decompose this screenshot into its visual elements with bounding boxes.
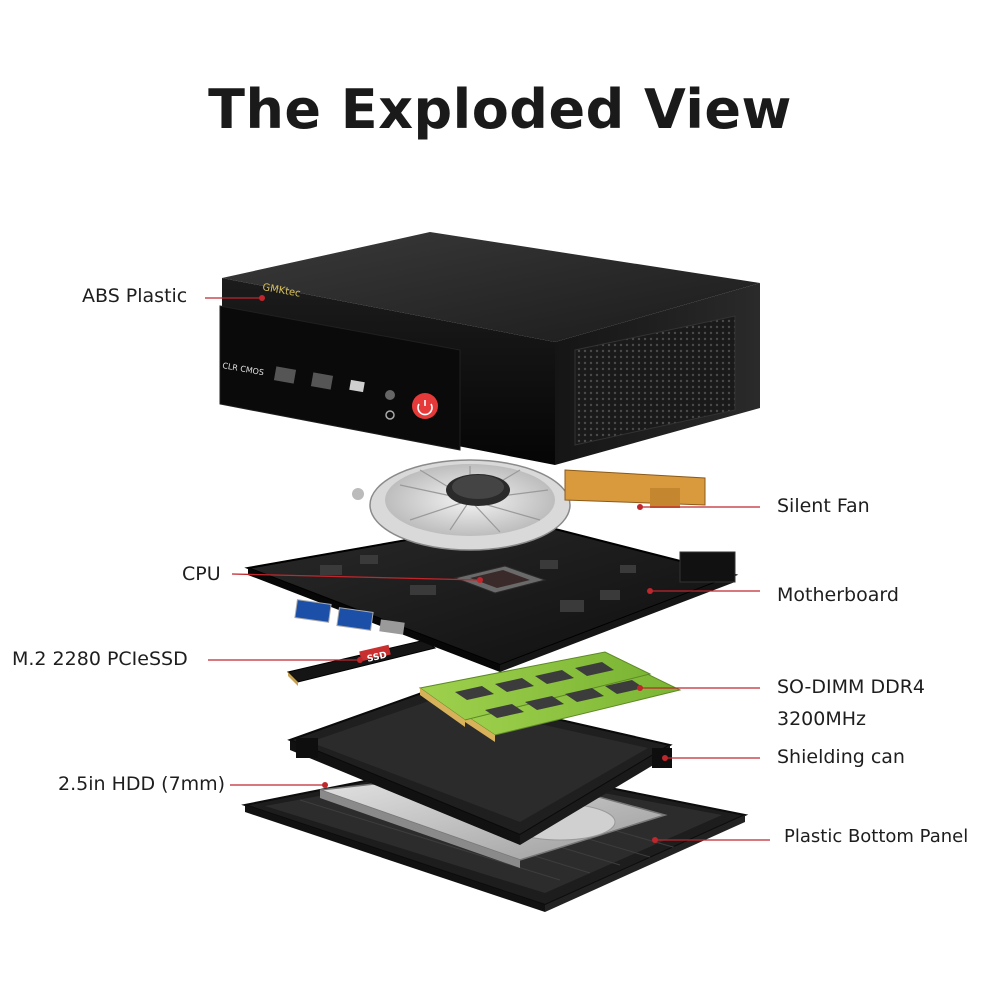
label-ram-line2: 3200MHz — [777, 708, 867, 730]
label-ssd: M.2 2280 PCIeSSD — [12, 648, 188, 670]
leader-dots — [259, 295, 668, 843]
leader-cpu — [231, 573, 481, 581]
label-hdd: 2.5in HDD (7mm) — [58, 773, 226, 795]
label-bottom-panel: Plastic Bottom Panel — [784, 826, 969, 847]
motherboard-board — [244, 518, 739, 672]
label-cpu: CPU — [182, 563, 221, 585]
shielding-can — [287, 688, 673, 845]
ram-modules — [418, 651, 682, 742]
top-case: GMKtec CLR CMOS — [219, 232, 760, 465]
m2-ssd: SSD — [287, 639, 437, 686]
fan-assembly — [352, 459, 706, 551]
ssd-label: SSD — [366, 651, 388, 665]
label-shielding: Shielding can — [777, 746, 905, 768]
label-silent-fan: Silent Fan — [777, 495, 870, 517]
label-abs-plastic: ABS Plastic — [82, 285, 188, 307]
label-motherboard: Motherboard — [777, 584, 899, 606]
page-title: The Exploded View — [208, 78, 792, 141]
label-ram-line1: SO-DIMM DDR4 — [777, 676, 926, 698]
leader-lines — [205, 297, 770, 841]
